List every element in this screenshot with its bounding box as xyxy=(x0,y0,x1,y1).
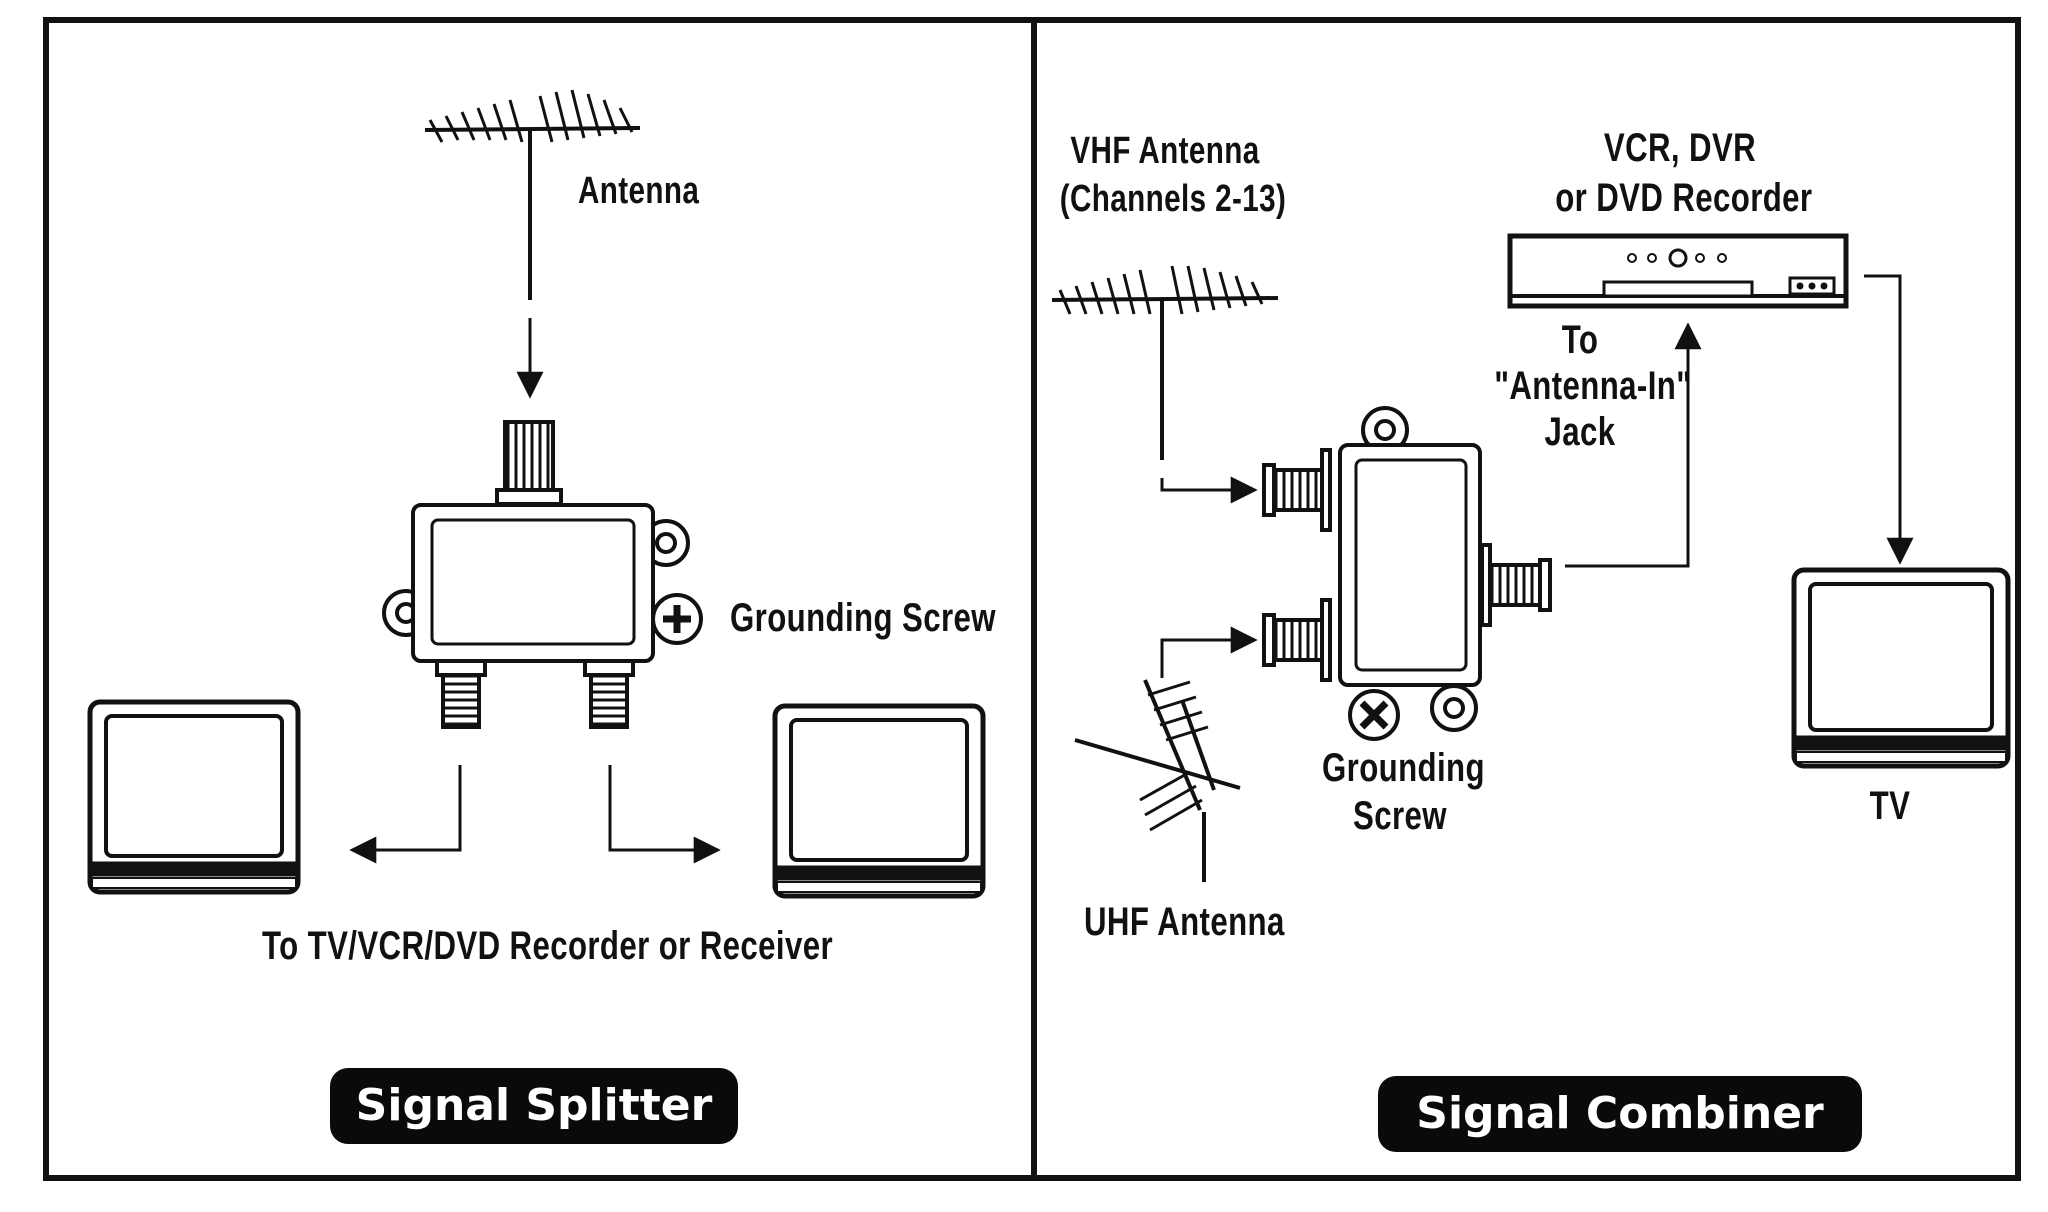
splitter-output-label: To TV/VCR/DVD Recorder or Receiver xyxy=(262,924,833,968)
recorder-label-line2: or DVD Recorder xyxy=(1555,176,1813,220)
splitter-grounding-label: Grounding Screw xyxy=(730,596,996,640)
jack-label-line3: Jack xyxy=(1544,410,1616,454)
recorder-icon xyxy=(1507,233,1849,309)
antenna-icon xyxy=(424,89,641,300)
recorder-label-line1: VCR, DVR xyxy=(1603,126,1757,170)
right-tv-icon xyxy=(772,703,986,899)
combiner-tv-icon xyxy=(1791,567,2011,769)
combiner-to-recorder-arrow xyxy=(1565,322,1702,568)
uhf-input-arrow xyxy=(1160,626,1258,678)
vhf-antenna-label-line1: VHF Antenna xyxy=(1070,130,1260,172)
jack-label-line2: "Antenna-In" xyxy=(1494,364,1692,408)
combiner-grounding-label-line1: Grounding xyxy=(1322,746,1485,790)
signal-combiner-title: Signal Combiner xyxy=(1378,1076,1862,1152)
combiner-icon xyxy=(1262,406,1552,741)
right-panel-frame xyxy=(1031,17,2021,1181)
vhf-input-arrow xyxy=(1160,476,1258,504)
recorder-to-tv-arrow xyxy=(1864,274,1914,565)
vhf-antenna-label-line2: (Channels 2-13) xyxy=(1059,178,1287,220)
signal-splitter-title: Signal Splitter xyxy=(330,1068,738,1144)
splitter-output-arrows xyxy=(349,765,721,864)
jack-label-line1: To xyxy=(1561,318,1599,362)
combiner-grounding-label-line2: Screw xyxy=(1353,794,1447,838)
antenna-label: Antenna xyxy=(578,170,700,212)
uhf-antenna-label: UHF Antenna xyxy=(1084,900,1285,944)
uhf-antenna-icon xyxy=(1074,679,1241,882)
tv-label: TV xyxy=(1869,784,1911,828)
left-tv-icon xyxy=(87,699,301,895)
vhf-antenna-icon xyxy=(1051,265,1279,460)
splitter-icon xyxy=(382,420,703,729)
